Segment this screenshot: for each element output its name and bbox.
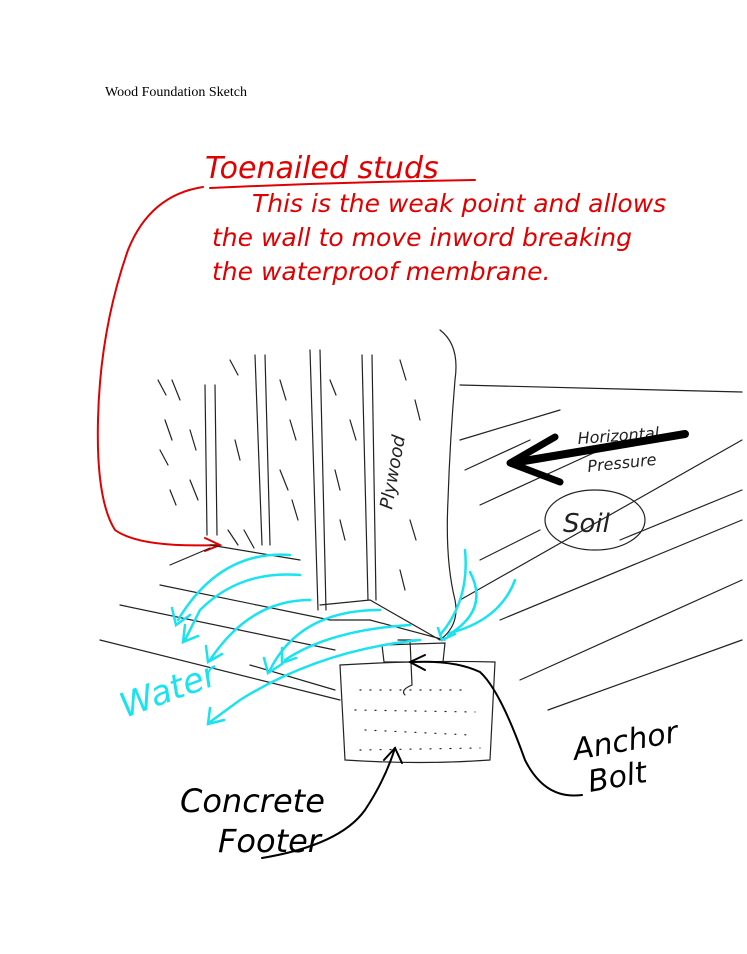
- soil: Soil Horizontal Pressure: [459, 384, 743, 711]
- plywood-label: Plywood: [376, 433, 410, 511]
- pointer-arrow: [96, 186, 219, 547]
- footer-label: Footer: [218, 822, 323, 860]
- concrete-footer-arrow: [261, 747, 396, 859]
- footer-bolt-labels: Anchor Bolt Concrete Footer: [180, 654, 682, 860]
- arrowhead-icon: [204, 537, 223, 552]
- heading-underline: [209, 179, 476, 189]
- anchor-bolt-arrow: [411, 660, 583, 797]
- arrowhead-icon: [506, 433, 564, 486]
- soil-ellipse: [544, 489, 646, 551]
- note-line: This is the weak point and allows: [252, 189, 666, 218]
- note-line: the waterproof membrane.: [212, 257, 550, 286]
- base-plate: [99, 544, 446, 701]
- arrowhead-icon: [383, 746, 403, 764]
- note-line: the wall to move inword breaking: [212, 223, 632, 252]
- pressure-arrow: [508, 430, 689, 467]
- soil-label: Soil: [563, 509, 611, 539]
- water-flow: Water: [114, 548, 517, 726]
- note-heading: Toenailed studs: [205, 151, 439, 186]
- arrowhead-icon: [407, 654, 426, 671]
- toenailed-studs-note: Toenailed studs This is the weak point a…: [96, 151, 666, 552]
- pressure-label: Pressure: [586, 450, 657, 476]
- concrete-label: Concrete: [180, 782, 325, 820]
- document-title: Wood Foundation Sketch: [105, 85, 247, 100]
